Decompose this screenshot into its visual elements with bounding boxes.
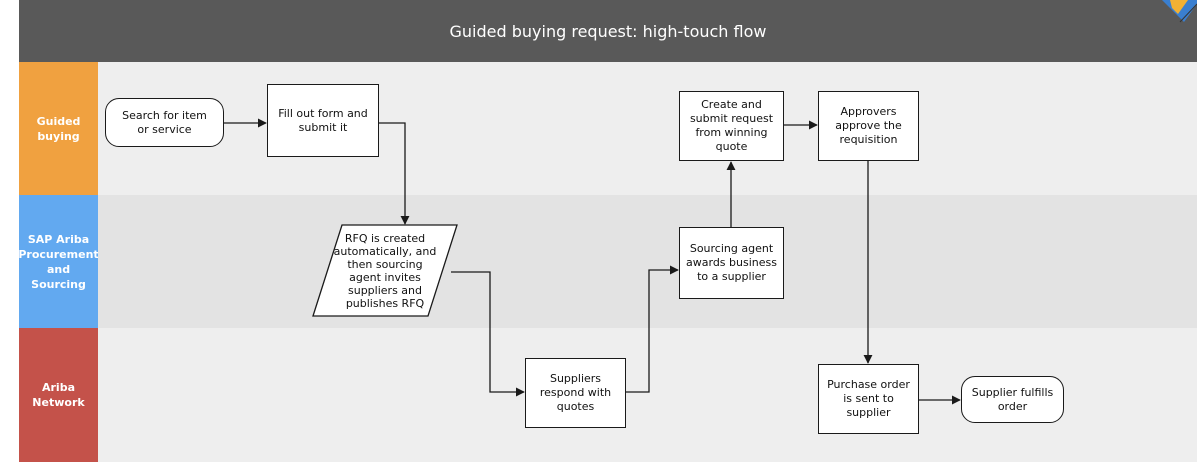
rfq-parallelogram-shape <box>312 224 458 317</box>
node-fill-out-form-label: Fill out form and submit it <box>278 106 368 134</box>
node-suppliers-respond-label: Suppliers respond with quotes <box>539 372 612 413</box>
node-search-item: Search for item or service <box>105 98 224 147</box>
node-create-request-label: Create and submit request from winning q… <box>689 98 774 153</box>
lane-body-sap-ariba <box>98 195 1197 328</box>
node-suppliers-respond: Suppliers respond with quotes <box>525 358 626 428</box>
node-fill-out-form: Fill out form and submit it <box>267 84 379 157</box>
diagram-title: Guided buying request: high-touch flow <box>19 0 1197 62</box>
node-rfq-created: RFQ is created automatically, and then s… <box>312 224 458 317</box>
node-approvers: Approvers approve the requisition <box>818 91 919 161</box>
node-awards-business: Sourcing agent awards business to a supp… <box>679 227 784 299</box>
lane-sap-ariba: SAP Ariba Procurement and Sourcing <box>18 195 1197 328</box>
node-rfq-created-label: RFQ is created automatically, and then s… <box>333 231 437 310</box>
node-supplier-fulfills-label: Supplier fulfills order <box>971 385 1054 413</box>
node-awards-business-label: Sourcing agent awards business to a supp… <box>686 242 777 283</box>
node-purchase-order-label: Purchase order is sent to supplier <box>827 378 910 419</box>
node-search-item-label: Search for item or service <box>122 108 207 136</box>
lane-label-ariba-network: Ariba Network <box>19 328 98 462</box>
node-purchase-order: Purchase order is sent to supplier <box>818 364 919 434</box>
node-supplier-fulfills: Supplier fulfills order <box>961 376 1064 423</box>
corner-logo-icon <box>1162 0 1197 23</box>
node-create-request: Create and submit request from winning q… <box>679 91 784 161</box>
node-approvers-label: Approvers approve the requisition <box>835 105 902 146</box>
lane-body-guided-buying <box>98 62 1197 195</box>
lane-label-sap-ariba: SAP Ariba Procurement and Sourcing <box>18 195 99 328</box>
lane-label-guided-buying: Guided buying <box>19 62 98 195</box>
